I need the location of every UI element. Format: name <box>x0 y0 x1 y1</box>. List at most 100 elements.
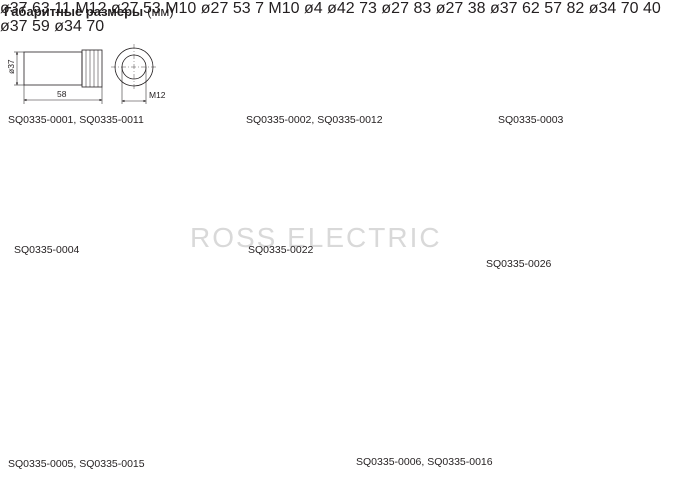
dim-thread: M10 <box>268 0 300 17</box>
dim-hole-spacing: 57 <box>544 0 563 17</box>
caption-sq0335-0022: SQ0335-0022 <box>248 244 314 256</box>
end-view-outer: ø27 <box>381 0 413 17</box>
dim-length: 58 <box>57 89 67 99</box>
mounting-plate: 57 82 ø34 70 <box>544 0 643 17</box>
caption-sq0335-0002: SQ0335-0002, SQ0335-0012 <box>246 114 383 126</box>
end-view-socket: ø27 <box>436 0 468 17</box>
flange: ø37 63 11 M12 <box>0 0 111 17</box>
lampholder-head: ø27 53 7 M10 <box>201 0 304 17</box>
dim-end-diameter: ø27 <box>435 0 464 17</box>
dim-hole: ø4 <box>304 0 323 17</box>
threaded-base: 83 ø27 <box>413 0 467 17</box>
dim-plate-width: 70 <box>620 0 639 17</box>
end-view-outer: 7 M10 <box>255 0 304 17</box>
collar: ø4 ø42 73 ø27 <box>304 0 413 17</box>
caption-sq0335-0026: SQ0335-0026 <box>486 258 552 270</box>
page-title: Габаритные размеры(мм) <box>4 4 174 19</box>
dim-hole-spacing: 59 <box>32 18 50 35</box>
lampholder-body: ø4 ø42 73 ø27 <box>304 0 413 17</box>
dim-diameter: ø37 <box>0 0 28 17</box>
dim-plate-height: 82 <box>566 0 585 17</box>
dim-total-length: 62 <box>522 0 540 17</box>
dim-diameter: ø27 <box>200 0 229 17</box>
end-view-flange: 11 M12 <box>54 0 111 17</box>
end-view-outer: 59 ø34 70 <box>32 18 104 35</box>
flange: 40 ø37 59 ø34 70 <box>0 0 661 35</box>
title-text: Габаритные размеры <box>4 4 144 19</box>
end-view-socket: M10 <box>165 0 201 17</box>
switch-housing: 83 ø27 <box>413 0 467 17</box>
screw-hole: ø4 ø42 73 ø27 <box>304 0 413 17</box>
angled-base: 38 ø37 62 57 82 ø34 70 <box>468 0 643 17</box>
dim-end-diameter: ø27 <box>381 0 409 17</box>
mounting-plate-side: 40 ø37 59 ø34 70 <box>0 0 661 35</box>
drawing-sq0335-0005: 38 ø37 62 57 82 ø34 70 <box>468 0 643 17</box>
mounting-hole: 59 ø34 70 <box>32 18 104 35</box>
mounting-hole: 59 ø34 70 <box>32 18 104 35</box>
pull-chain: 83 ø27 <box>413 0 467 17</box>
dim-plate-width: 70 <box>86 18 105 35</box>
dim-diameter: ø42 <box>327 0 355 17</box>
title-unit: (мм) <box>147 4 174 19</box>
lampholder-ring: ø27 53 M10 <box>111 0 201 17</box>
drawing-sq0335-0004: ø27 53 7 M10 <box>201 0 304 17</box>
caption-sq0335-0001: SQ0335-0001, SQ0335-0011 <box>8 114 144 126</box>
dim-length: 53 <box>232 0 251 17</box>
end-view-flange: 7 M10 <box>255 0 304 17</box>
ribbing <box>85 50 99 87</box>
dim-length: 83 <box>413 0 432 17</box>
dim-length: 73 <box>359 0 377 17</box>
dim-thread: M12 <box>75 0 107 17</box>
caption-sq0335-0004: SQ0335-0004 <box>14 244 80 256</box>
mounting-plate: 59 ø34 70 <box>32 18 104 35</box>
end-view-socket: 57 82 ø34 70 <box>544 0 643 17</box>
drawing-sq0335-0001: ø37 58 M12 <box>6 44 166 104</box>
caption-sq0335-0003: SQ0335-0003 <box>498 114 564 126</box>
flange: ø27 53 7 M10 <box>201 0 304 17</box>
caption-sq0335-0005: SQ0335-0005, SQ0335-0015 <box>8 458 145 470</box>
drawing-sq0335-0003: ø27 53 M10 <box>111 0 201 17</box>
end-view-outer: ø27 <box>436 0 468 17</box>
dim-length: 63 <box>32 0 50 17</box>
lampholder-body: 40 ø37 59 ø34 70 <box>0 0 661 35</box>
threaded-body: ø37 63 11 M12 <box>0 0 111 17</box>
lampholder-body: ø27 53 M10 <box>111 0 201 17</box>
switch-hole: 83 ø27 <box>413 0 467 17</box>
end-view-outer: M10 <box>165 0 201 17</box>
dim-diameter: ø27 <box>110 0 139 17</box>
dim-lead: 7 <box>255 0 264 17</box>
dim-thread: M12 <box>149 90 166 100</box>
drawing-sq0335-0006: 40 ø37 59 ø34 70 <box>0 0 661 35</box>
end-view-outer: 57 82 ø34 70 <box>544 0 643 17</box>
lampholder-body: 83 ø27 <box>413 0 467 17</box>
dim-end-diameter: ø34 <box>54 18 82 35</box>
end-view-socket: ø27 <box>381 0 413 17</box>
dim-lead: 11 <box>54 0 71 17</box>
threaded-base: ø4 ø42 73 ø27 <box>304 0 413 17</box>
dim-diameter: ø37 <box>0 18 28 35</box>
switch-hole: 83 ø27 <box>413 0 467 17</box>
caption-sq0335-0006: SQ0335-0006, SQ0335-0016 <box>356 456 493 468</box>
dim-diameter: ø37 <box>489 0 518 17</box>
mounting-hole: 57 82 ø34 70 <box>544 0 643 17</box>
cone: ø4 ø42 73 ø27 <box>304 0 413 17</box>
drawing-sq0335-0026: 83 ø27 <box>413 0 467 17</box>
lampholder-body <box>23 51 83 86</box>
dim-thread: M10 <box>165 0 197 17</box>
lampholder-body: 38 ø37 62 57 82 ø34 70 <box>468 0 643 17</box>
dim-length: 53 <box>142 0 161 17</box>
drawing-sq0335-0002: ø37 63 11 M12 <box>0 0 111 17</box>
end-view-socket: 7 M10 <box>255 0 304 17</box>
watermark: ROSS ELECTRIC <box>190 222 442 253</box>
threaded-body: ø27 53 7 M10 <box>201 0 304 17</box>
flange: 38 ø37 62 57 82 ø34 70 <box>468 0 643 17</box>
end-view-outer: 11 M12 <box>54 0 111 17</box>
end-view-socket: 59 ø34 70 <box>32 18 104 35</box>
end-view-socket: 11 M12 <box>54 0 111 17</box>
dim-diameter: ø37 <box>6 59 16 74</box>
dim-end-diameter: ø34 <box>588 0 617 17</box>
screw-hole: ø4 ø42 73 ø27 <box>304 0 413 17</box>
dim-body-length: 40 <box>643 0 661 17</box>
lampholder-ring <box>81 49 103 88</box>
lampholder-head: ø37 63 11 M12 <box>0 0 111 17</box>
